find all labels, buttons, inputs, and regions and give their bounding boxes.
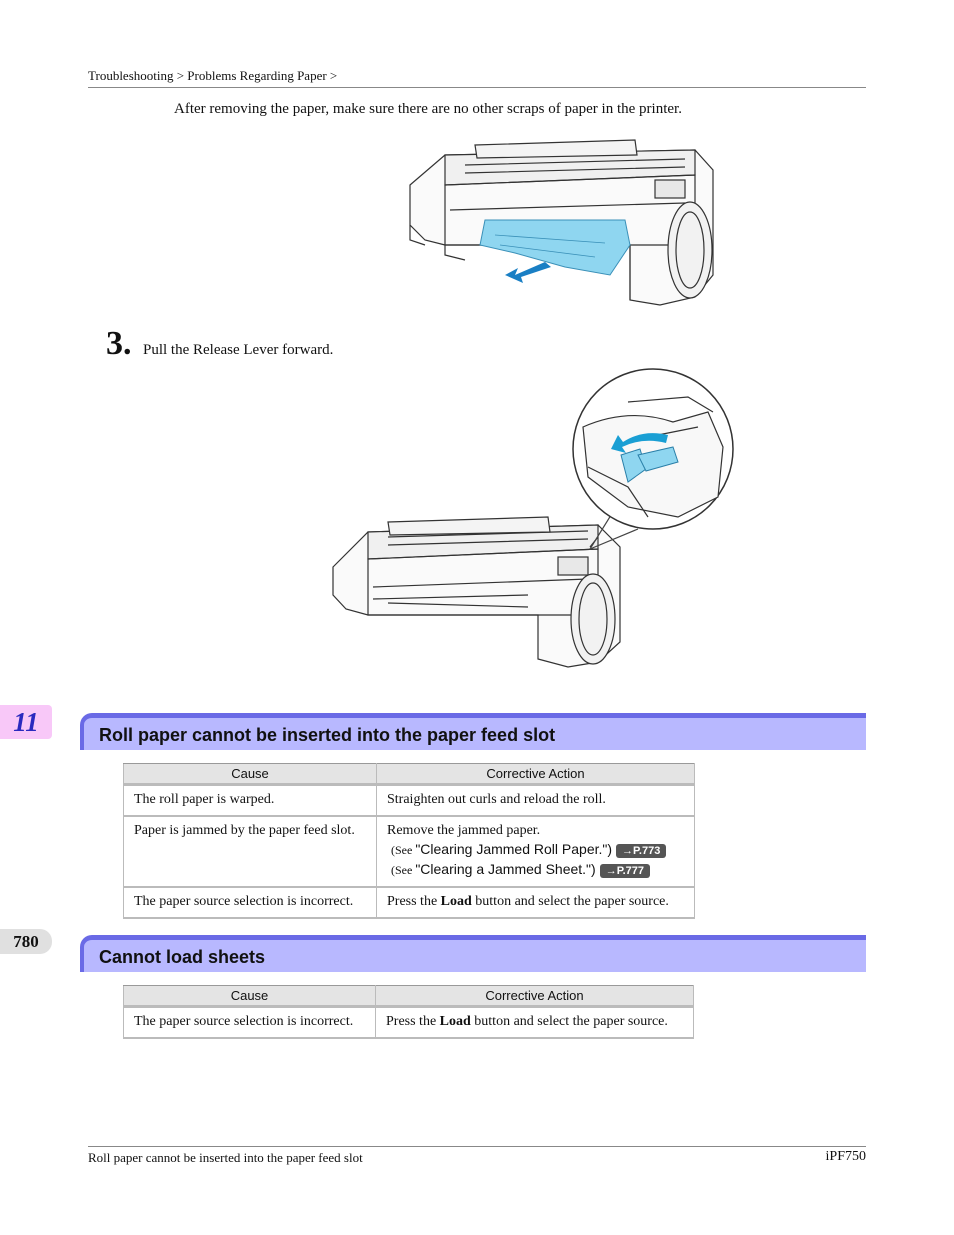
action-text: button and select the paper source. bbox=[470, 1014, 668, 1029]
section-heading-roll-paper: Roll paper cannot be inserted into the p… bbox=[80, 713, 866, 750]
footer-rule bbox=[88, 1146, 866, 1147]
table-row: The paper source selection is incorrect.… bbox=[123, 1006, 694, 1039]
table-row: Paper is jammed by the paper feed slot. … bbox=[123, 815, 695, 888]
page-number-tab: 780 bbox=[0, 929, 52, 954]
see-reference: (See "Clearing Jammed Roll Paper.")→P.77… bbox=[387, 840, 684, 860]
cannot-load-sheets-table: Cause Corrective Action The paper source… bbox=[123, 985, 694, 1039]
cause-cell: The paper source selection is incorrect. bbox=[123, 1006, 376, 1039]
step-text: Pull the Release Lever forward. bbox=[143, 342, 334, 358]
section-heading-cannot-load-sheets: Cannot load sheets bbox=[80, 935, 866, 972]
step-number: 3. bbox=[106, 325, 132, 362]
action-cell: Press the Load button and select the pap… bbox=[375, 1006, 694, 1039]
column-header-action: Corrective Action bbox=[375, 985, 694, 1008]
column-header-action: Corrective Action bbox=[376, 763, 695, 786]
action-text: Press the bbox=[386, 1014, 440, 1029]
table-header-row: Cause Corrective Action bbox=[123, 763, 695, 786]
section-title: Roll paper cannot be inserted into the p… bbox=[99, 725, 556, 745]
printer-paper-removal-illustration bbox=[405, 125, 717, 307]
see-reference: (See "Clearing a Jammed Sheet.")→P.777 bbox=[387, 860, 684, 880]
action-cell: Press the Load button and select the pap… bbox=[376, 886, 695, 919]
see-prefix: (See bbox=[391, 843, 416, 857]
link-clearing-jammed-roll-paper[interactable]: "Clearing Jammed Roll Paper.") bbox=[415, 841, 613, 857]
section-title: Cannot load sheets bbox=[99, 947, 266, 967]
action-text: Press the bbox=[387, 894, 441, 909]
table-row: The paper source selection is incorrect.… bbox=[123, 886, 695, 919]
action-cell: Remove the jammed paper. (See "Clearing … bbox=[376, 815, 695, 888]
breadcrumb: Troubleshooting > Problems Regarding Pap… bbox=[88, 68, 338, 83]
intro-text: After removing the paper, make sure ther… bbox=[174, 101, 682, 117]
column-header-cause: Cause bbox=[123, 985, 376, 1008]
footer-section-title: Roll paper cannot be inserted into the p… bbox=[88, 1150, 363, 1165]
column-header-cause: Cause bbox=[123, 763, 377, 786]
table-row: The roll paper is warped. Straighten out… bbox=[123, 784, 695, 817]
footer-model-name: iPF750 bbox=[825, 1149, 866, 1164]
cause-cell: The roll paper is warped. bbox=[123, 784, 377, 817]
cause-cell: The paper source selection is incorrect. bbox=[123, 886, 377, 919]
action-text: Remove the jammed paper. bbox=[387, 823, 541, 838]
release-lever-illustration bbox=[328, 367, 734, 672]
load-button-label: Load bbox=[440, 894, 472, 909]
table-header-row: Cause Corrective Action bbox=[123, 985, 694, 1008]
roll-paper-table: Cause Corrective Action The roll paper i… bbox=[123, 763, 695, 919]
cause-cell: Paper is jammed by the paper feed slot. bbox=[123, 815, 377, 888]
header-rule bbox=[88, 87, 866, 88]
page-ref-button[interactable]: →P.773 bbox=[616, 844, 667, 858]
link-clearing-jammed-sheet[interactable]: "Clearing a Jammed Sheet.") bbox=[415, 861, 596, 877]
load-button-label: Load bbox=[439, 1014, 471, 1029]
see-prefix: (See bbox=[391, 863, 416, 877]
chapter-tab[interactable]: 11 bbox=[0, 705, 52, 739]
action-cell: Straighten out curls and reload the roll… bbox=[376, 784, 695, 817]
page-ref-button[interactable]: →P.777 bbox=[599, 864, 651, 878]
action-text: button and select the paper source. bbox=[471, 894, 669, 909]
